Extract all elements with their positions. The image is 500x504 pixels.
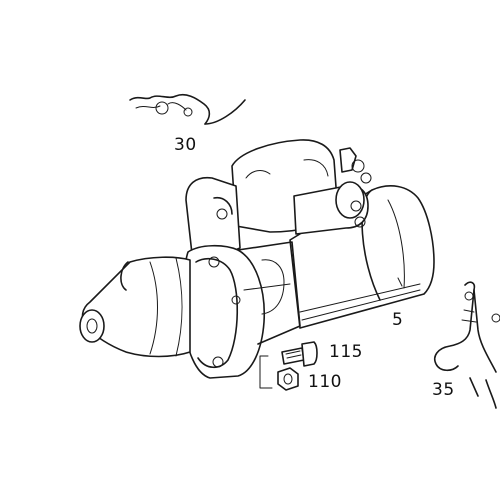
- bolt-115-drawing: [281, 341, 318, 367]
- solenoid: [231, 139, 372, 235]
- callout-30: 30: [174, 135, 197, 155]
- nut-110-drawing: [277, 367, 299, 391]
- part-30-drawing: [129, 93, 246, 125]
- part-35-drawing: [434, 281, 500, 409]
- pinion-nose: [79, 256, 191, 358]
- callout-110: 110: [308, 372, 342, 392]
- leader-bracket: [259, 355, 273, 389]
- callout-5: 5: [392, 310, 404, 330]
- callout-115: 115: [329, 342, 363, 362]
- callout-35: 35: [432, 380, 455, 400]
- housing-flange: [182, 176, 301, 379]
